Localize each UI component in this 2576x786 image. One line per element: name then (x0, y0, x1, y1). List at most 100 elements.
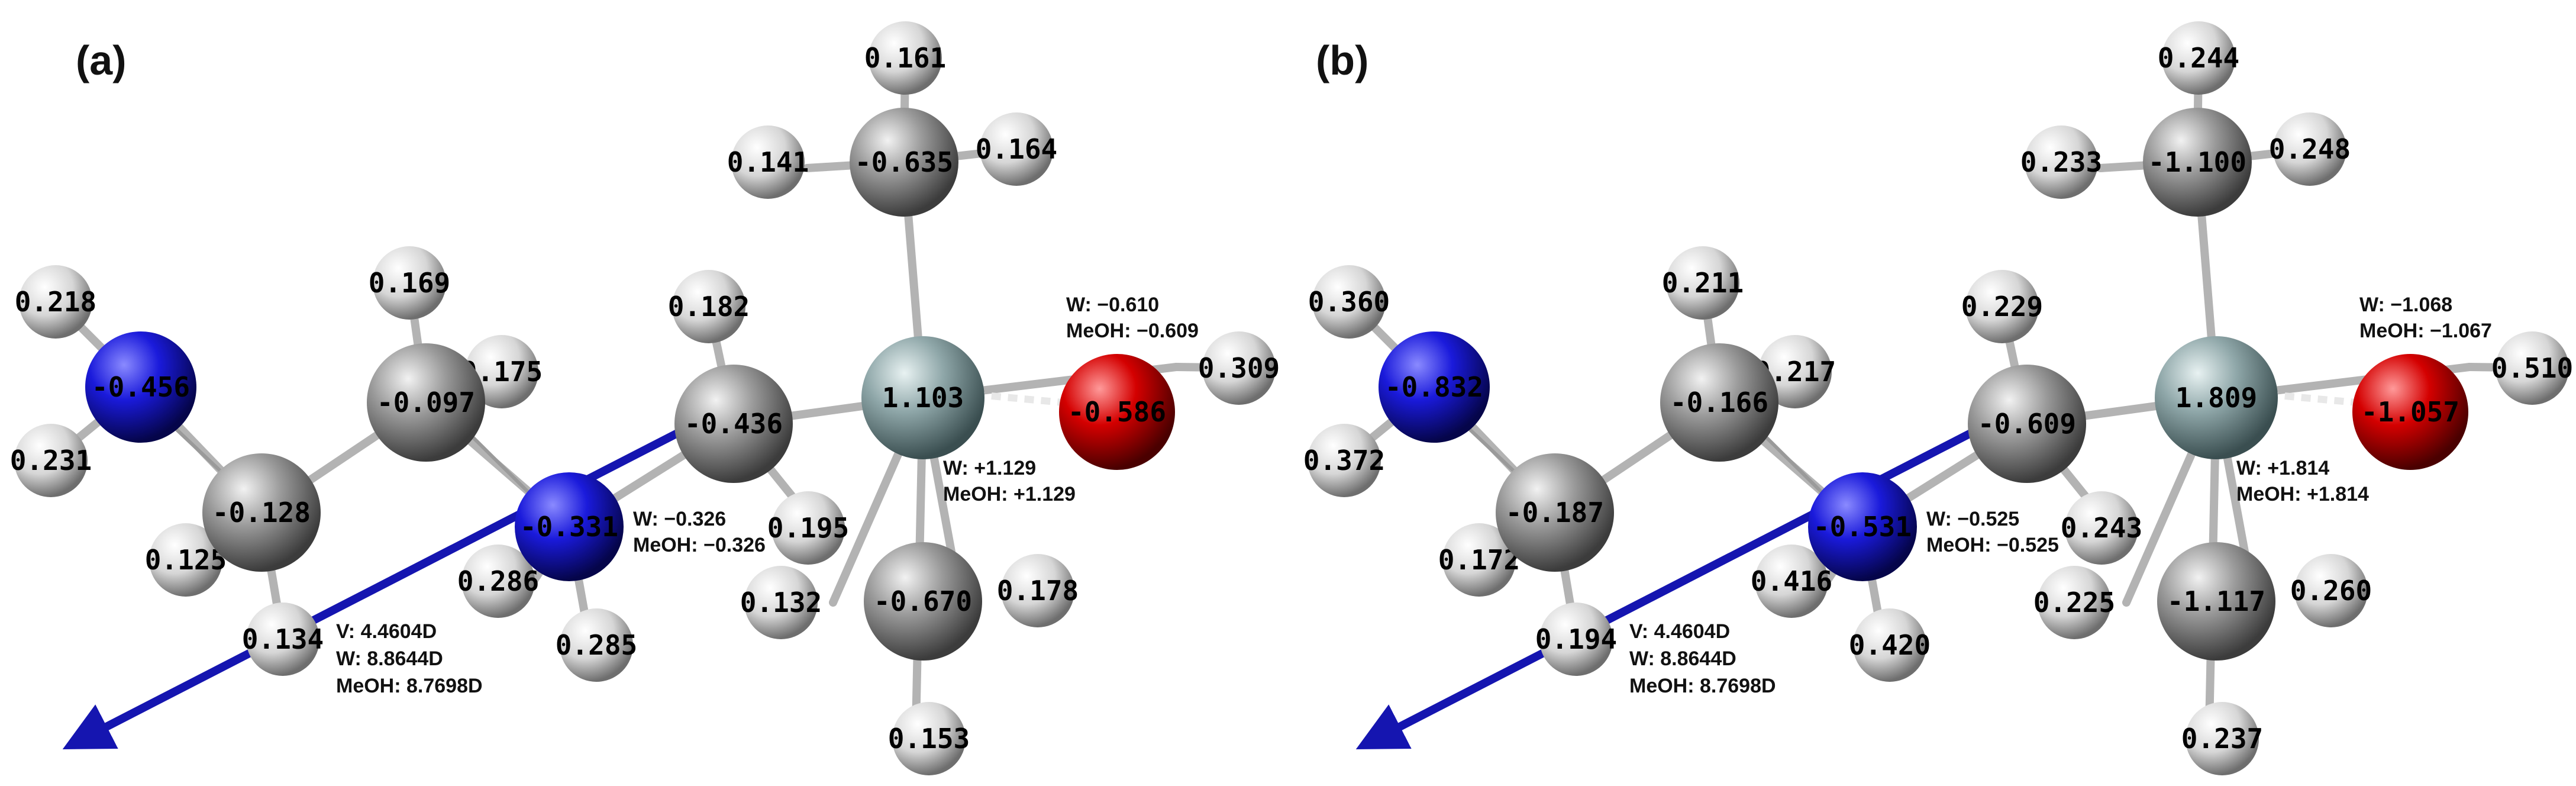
svg-text:-1.057: -1.057 (2361, 396, 2459, 428)
si-solvent-w: W: +1.814 (2236, 457, 2329, 479)
atom-C-alpha: -0.128 (202, 453, 321, 572)
atom-N-amine: -0.832 (1379, 331, 1490, 443)
dipole-w: W: 8.8644D (336, 648, 443, 670)
svg-text:-0.635: -0.635 (855, 146, 953, 178)
svg-text:0.194: 0.194 (1535, 623, 1617, 655)
annotations: W: −0.610 MeOH: −0.609 W: +1.129 MeOH: +… (336, 294, 1199, 697)
svg-text:0.164: 0.164 (976, 133, 1057, 165)
panel-a: (a) (10, 21, 1280, 775)
dipole-arrow (1355, 422, 1987, 750)
dipole-v: V: 4.4604D (336, 620, 437, 643)
atom-H-top-left: 0.233 (2020, 125, 2102, 199)
svg-text:0.218: 0.218 (15, 286, 96, 318)
annotations: W: −1.068 MeOH: −1.067 W: +1.814 MeOH: +… (1629, 294, 2492, 697)
svg-text:-0.436: -0.436 (685, 408, 783, 440)
svg-text:0.229: 0.229 (1961, 291, 2043, 323)
o-solvent-meoh: MeOH: −1.067 (2359, 320, 2492, 342)
atom-H-cring-top: 0.182 (668, 270, 750, 343)
svg-text:-0.097: -0.097 (377, 386, 475, 418)
svg-text:0.141: 0.141 (727, 146, 809, 178)
svg-text:0.178: 0.178 (997, 575, 1079, 607)
atom-N-imine: -0.531 (1808, 472, 1917, 581)
atom-H-alpha-bottom: 0.134 (242, 603, 324, 676)
atom-H-mb-left: 0.225 (2033, 566, 2115, 639)
atom-C-methyl-bottom: -0.670 (864, 542, 982, 661)
si-solvent-meoh: MeOH: +1.814 (2236, 483, 2369, 505)
atom-H-mb-bottom: 0.153 (888, 702, 970, 775)
atom-H-top-right: 0.248 (2269, 112, 2351, 186)
svg-text:-0.531: -0.531 (1813, 511, 1912, 543)
panel-label: (b) (1316, 37, 1368, 83)
panel-b: (b) (1303, 21, 2573, 775)
atom-H-top: 0.244 (2158, 21, 2239, 95)
panel-label: (a) (76, 37, 127, 83)
atom-C-methyl-top: -1.100 (2143, 108, 2252, 217)
o-solvent-w: W: −1.068 (2359, 294, 2452, 316)
svg-text:0.510: 0.510 (2491, 352, 2573, 384)
atom-H-cring-bottom: 0.243 (2061, 491, 2142, 565)
svg-text:-0.832: -0.832 (1385, 371, 1483, 403)
n-solvent-w: W: −0.525 (1926, 508, 2019, 530)
atom-C-alpha: -0.187 (1496, 453, 1614, 572)
svg-text:-0.187: -0.187 (1506, 497, 1604, 529)
svg-text:-0.586: -0.586 (1068, 396, 1166, 428)
atom-O: -1.057 (2352, 354, 2468, 470)
svg-text:-1.117: -1.117 (2167, 585, 2265, 617)
atom-H-top: 0.161 (864, 21, 946, 95)
atom-H-hydroxyl: 0.510 (2491, 331, 2573, 405)
dipole-v: V: 4.4604D (1629, 620, 1730, 643)
svg-text:0.244: 0.244 (2158, 42, 2239, 74)
svg-text:0.153: 0.153 (888, 723, 970, 755)
svg-text:0.309: 0.309 (1198, 352, 1280, 384)
atom-H-ch2-top: 0.169 (369, 246, 450, 320)
svg-text:-0.331: -0.331 (520, 511, 618, 543)
svg-text:0.372: 0.372 (1303, 444, 1385, 476)
svg-text:0.182: 0.182 (668, 291, 750, 323)
svg-text:0.211: 0.211 (1662, 267, 1744, 299)
atom-H-mb-right: 0.178 (997, 554, 1079, 627)
svg-text:0.225: 0.225 (2033, 587, 2115, 619)
svg-text:0.360: 0.360 (1308, 286, 1390, 318)
atom-C-ch2: -0.097 (367, 343, 485, 462)
atom-H-top-left: 0.141 (727, 125, 809, 199)
svg-text:-0.670: -0.670 (874, 585, 972, 617)
svg-text:0.286: 0.286 (457, 565, 539, 597)
atom-H-nimine-bottom: 0.285 (556, 608, 637, 682)
dipole-w: W: 8.8644D (1629, 648, 1736, 670)
svg-text:0.231: 0.231 (10, 444, 92, 476)
svg-text:-0.128: -0.128 (212, 497, 311, 529)
atom-C-methyl-top: -0.635 (850, 108, 958, 217)
atom-Si: 1.103 (861, 336, 984, 459)
atom-C-methyl-bottom: -1.117 (2157, 542, 2275, 661)
svg-text:0.134: 0.134 (242, 623, 324, 655)
atom-C-ch2: -0.166 (1660, 343, 1778, 462)
svg-text:0.233: 0.233 (2020, 146, 2102, 178)
atom-H-top-right: 0.164 (976, 112, 1057, 186)
atom-H-amine-bottom: 0.372 (1303, 424, 1385, 497)
dipole-arrow (62, 422, 693, 750)
n-solvent-meoh: MeOH: −0.326 (633, 534, 766, 556)
atom-H-alpha-bottom: 0.194 (1535, 603, 1617, 676)
o-solvent-meoh: MeOH: −0.609 (1066, 320, 1199, 342)
atom-H-mb-bottom: 0.237 (2181, 702, 2263, 775)
atom-H-nimine-bottom: 0.420 (1849, 608, 1931, 682)
svg-text:0.248: 0.248 (2269, 133, 2351, 165)
si-solvent-w: W: +1.129 (943, 457, 1036, 479)
svg-text:0.420: 0.420 (1849, 629, 1931, 661)
atom-O: -0.586 (1059, 354, 1175, 470)
svg-text:0.260: 0.260 (2290, 575, 2372, 607)
svg-text:0.125: 0.125 (145, 544, 227, 576)
atom-H-amine-top: 0.218 (15, 265, 96, 339)
atom-H-amine-bottom: 0.231 (10, 424, 92, 497)
dipole-meoh: MeOH: 8.7698D (1629, 675, 1776, 697)
svg-text:0.161: 0.161 (864, 42, 946, 74)
atom-N-amine: -0.456 (85, 331, 196, 443)
svg-text:0.169: 0.169 (369, 267, 450, 299)
dipole-meoh: MeOH: 8.7698D (336, 675, 483, 697)
atom-H-mb-right: 0.260 (2290, 554, 2372, 627)
si-solvent-meoh: MeOH: +1.129 (943, 483, 1076, 505)
svg-text:0.416: 0.416 (1751, 565, 1832, 597)
atom-H-alpha-left: 0.172 (1438, 523, 1520, 597)
atom-H-cring-bottom: 0.195 (767, 491, 849, 565)
atom-Si: 1.809 (2155, 336, 2278, 459)
